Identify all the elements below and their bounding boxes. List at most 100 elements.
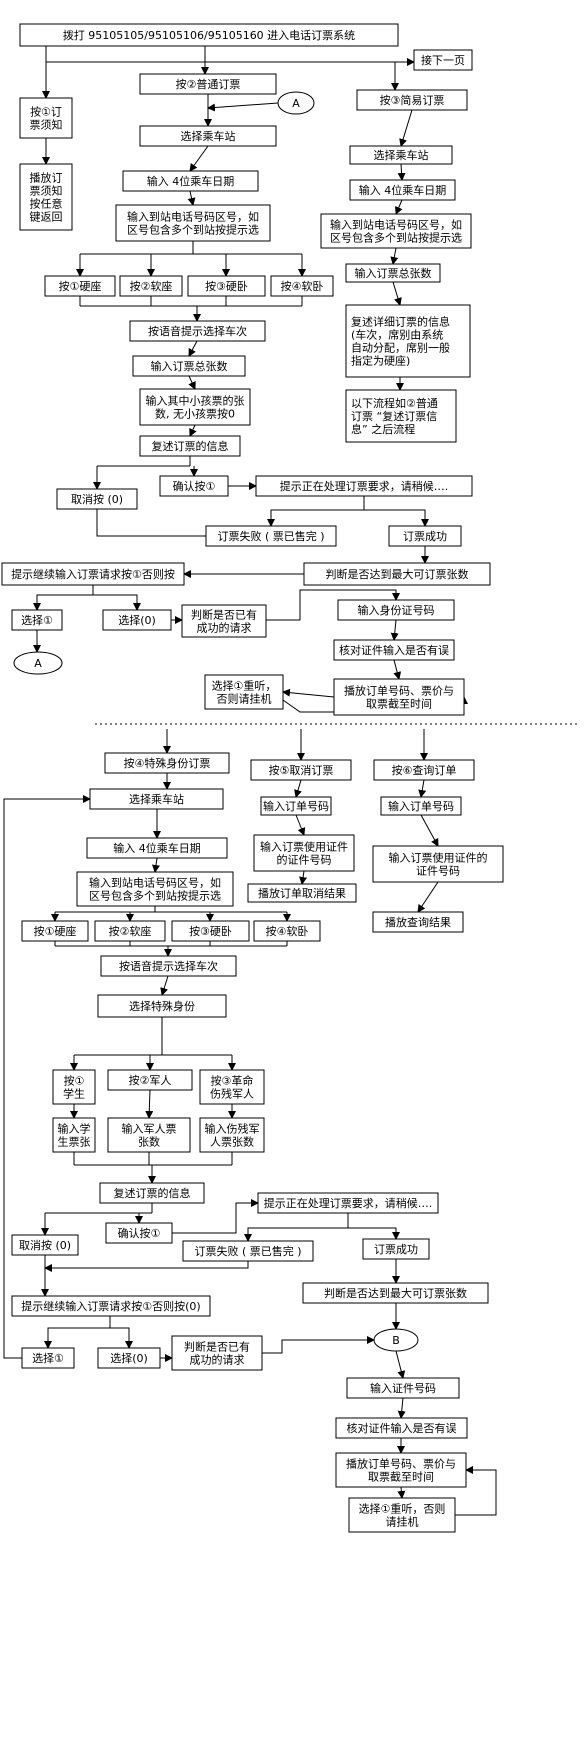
n-area-label: 输入到站电话号码区号，如区号包含多个到站按提示选 [127, 210, 259, 237]
edge-31 [96, 509, 206, 537]
edge-56 [418, 779, 427, 798]
edge-46 [390, 247, 399, 265]
s-area-node: 输入到站电话号码区号，如区号包含多个到站按提示选 [320, 213, 472, 249]
sp-cancel-label: 取消按 (0) [19, 1238, 71, 1252]
sp-id3-node: 按③革命伤残军人 [199, 1069, 265, 1105]
sp-train-node: 按语音提示选择车次 [100, 955, 237, 977]
n-sel1-node: 选择① [11, 609, 63, 631]
sp-id3-box [199, 1069, 265, 1105]
n-seat4-node: 按④软卧 [270, 275, 334, 297]
p-simple-node: 按③简易订票 [356, 89, 468, 111]
edge-102 [395, 1350, 406, 1379]
sp-continue-box [11, 1295, 211, 1317]
sp-identity-box [97, 994, 227, 1018]
n-continue-node: 提示继续输入订票请求按①否则按 [1, 562, 185, 586]
sp-id3-label: 按③革命伤残军人 [210, 1074, 254, 1101]
n-seat1-label: 按①硬座 [59, 279, 102, 293]
p-special-box [104, 752, 230, 774]
edge-7 [189, 145, 209, 172]
sp-fail-box [182, 1240, 314, 1262]
p-normal-label: 按②普通订票 [176, 77, 241, 91]
c-id-box [253, 834, 355, 872]
n-id-box [337, 599, 455, 621]
n-seat3-node: 按③硬卧 [187, 275, 266, 297]
q-result-node: 播放查询结果 [372, 911, 464, 933]
sp-train-box [100, 955, 237, 977]
n-station-label: 选择乘车站 [181, 129, 236, 143]
sp-processing-node: 提示正在处理订票要求，请稍候…. [257, 1192, 439, 1214]
n-sel1-box [11, 609, 63, 631]
n-cancel-label: 取消按 (0) [71, 492, 123, 506]
sp-max-label: 判断是否达到最大可订票张数 [324, 1286, 467, 1300]
edge-53 [294, 779, 302, 798]
n-verify-box [333, 639, 455, 661]
edge-91 [172, 1199, 259, 1234]
n-success-node: 订票成功 [388, 525, 462, 547]
sp-seat1-label: 按①硬座 [34, 924, 77, 938]
sp-seat3-label: 按③硬卧 [189, 924, 232, 938]
edge-23 [189, 424, 197, 437]
s-total-box [345, 263, 441, 283]
sp-id2-box [107, 1069, 193, 1091]
sp-confirm-node: 确认按① [105, 1222, 173, 1244]
edge-106 [455, 1466, 497, 1516]
n-continue-box [1, 562, 185, 586]
notice-play-box [19, 163, 73, 231]
n-seat1-node: 按①硬座 [44, 275, 116, 297]
n-train-node: 按语音提示选择车次 [129, 320, 266, 342]
sp-judge-label: 判断是否已有成功的请求 [184, 1340, 250, 1367]
n-sel0-label: 选择(0) [118, 613, 156, 627]
connector-b-node: B [373, 1328, 419, 1352]
p-special-node: 按④特殊身份订票 [104, 752, 230, 774]
c-result-box [247, 883, 357, 903]
q-id-box [372, 845, 504, 883]
q-order-node: 输入订单号码 [380, 796, 462, 816]
sp-relisten-node: 选择①重听，否则请挂机 [348, 1497, 456, 1533]
n-id-label: 输入身份证号码 [358, 603, 435, 617]
edge-34 [33, 585, 94, 611]
sp-date-node: 输入 4位乘车日期 [86, 837, 228, 859]
notice-box [19, 97, 73, 139]
n-processing-node: 提示正在处理订票要求，请稍候…. [255, 475, 473, 497]
n-child-box [139, 388, 251, 426]
edge-29 [267, 496, 365, 527]
sp-verify-label: 核对证件输入是否有误 [347, 1421, 457, 1435]
s-station-label: 选择乘车站 [374, 148, 429, 162]
edge-93 [348, 1227, 400, 1240]
sp-seat4-box [253, 920, 321, 942]
sp-fail-node: 订票失败 ( 票已售完 ) [182, 1240, 314, 1262]
n-success-box [388, 525, 462, 547]
n-train-label: 按语音提示选择车次 [148, 324, 247, 338]
n-judge-box [181, 604, 267, 638]
sp-review-node: 复述订票的信息 [99, 1182, 205, 1204]
edge-95 [44, 1261, 249, 1272]
notice-play-node: 播放订票须知按任意键返回 [19, 163, 73, 231]
sp-in3-box [199, 1117, 265, 1153]
n-max-node: 判断是否达到最大可订票张数 [303, 562, 491, 586]
top-box [19, 23, 399, 47]
n-station-node: 选择乘车站 [139, 125, 277, 147]
sp-sel1-label: 选择① [32, 1351, 64, 1365]
s-date-box [349, 179, 456, 201]
sp-seat4-label: 按④软卧 [266, 924, 309, 938]
s-area-label: 输入到站电话号码区号，如区号包含多个到站按提示选 [330, 218, 462, 245]
s-follow-label: 以下流程如②普通订票 “复述订票信息” 之后流程 [351, 396, 438, 436]
notice-label: 按①订票须知 [30, 105, 63, 132]
sp-verify-box [335, 1417, 468, 1439]
n-play-box [333, 678, 465, 716]
n-cancel-node: 取消按 (0) [56, 488, 138, 510]
edge-45 [395, 199, 403, 215]
edge-6 [207, 102, 279, 112]
n-max-label: 判断是否达到最大可订票张数 [326, 567, 469, 581]
n-child-node: 输入其中小孩票的张数, 无小孩票按0 [139, 388, 251, 426]
n-seat4-label: 按④软卧 [281, 279, 324, 293]
p-special-label: 按④特殊身份订票 [124, 756, 211, 770]
sp-id2-node: 按②军人 [107, 1069, 193, 1091]
q-id-node: 输入订票使用证件的证件号码 [372, 845, 504, 883]
sp-relisten-label: 选择①重听，否则请挂机 [359, 1502, 446, 1529]
s-date-node: 输入 4位乘车日期 [349, 179, 456, 201]
sp-in2-label: 输入军人票张数 [122, 1122, 177, 1149]
sp-in2-box [107, 1117, 191, 1153]
sp-relisten-box [348, 1497, 456, 1533]
